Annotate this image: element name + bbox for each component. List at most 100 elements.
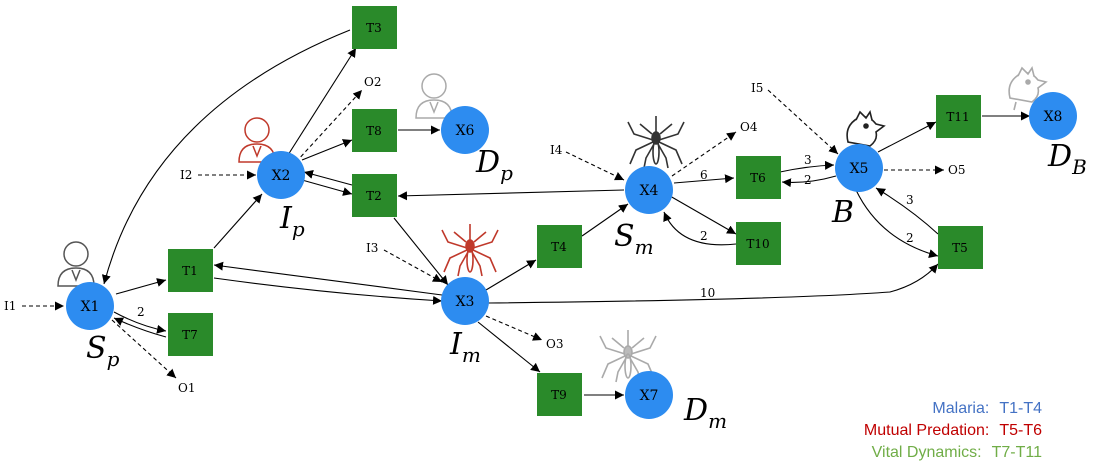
arc-x3-t1 (213, 261, 443, 296)
arc-t1-x2 (213, 193, 263, 249)
arc-t1-x3 (213, 277, 443, 305)
io-labels: I1 I2 I3 I4 I5 O1 O2 O3 O4 O5 (4, 75, 965, 395)
dead-bird-icon (1008, 66, 1048, 111)
weight-t6-x5: 3 (804, 153, 812, 167)
arc-x4-t10 (669, 195, 737, 235)
transition-t7-label: T7 (182, 328, 198, 342)
arc-t5-x5 (875, 187, 939, 235)
dead-person-icon (415, 73, 453, 119)
place-x7[interactable]: X7 (625, 371, 673, 419)
transition-t6[interactable]: T6 (736, 156, 781, 199)
transition-t5-label: T5 (952, 241, 968, 255)
state-label-x8: DB (1047, 139, 1087, 179)
input-i3: I3 (366, 241, 378, 255)
transition-t10[interactable]: T10 (736, 222, 781, 265)
transition-t2-label: T2 (366, 189, 382, 203)
arc-t7-x1 (113, 317, 167, 338)
transition-t8[interactable]: T8 (352, 109, 397, 152)
arc-t2-x2 (303, 170, 353, 186)
arc-x2-t2 (301, 179, 353, 196)
place-x2-label: X2 (272, 168, 291, 184)
transition-t9-label: T9 (551, 388, 567, 402)
arc-x4-t2 (397, 189, 625, 201)
state-label-x6: Dp (475, 145, 513, 185)
arc-x4-o4 (671, 131, 737, 177)
input-i4: I4 (550, 143, 563, 157)
transition-t11[interactable]: T11 (936, 95, 981, 138)
arc-x2-t3 (287, 47, 357, 156)
place-x7-label: X7 (640, 388, 659, 404)
place-x5[interactable]: X5 (835, 144, 883, 192)
input-i1: I1 (4, 299, 16, 313)
arc-i5-x5 (767, 89, 839, 155)
transition-t4-label: T4 (551, 240, 567, 254)
weight-x5-t5: 2 (906, 231, 914, 245)
place-x1[interactable]: X1 (66, 282, 114, 330)
transition-t5[interactable]: T5 (938, 226, 983, 269)
weight-x5-t6: 2 (804, 173, 812, 187)
input-i2: I2 (180, 168, 192, 182)
output-o3: O3 (546, 337, 563, 351)
transition-t1[interactable]: T1 (168, 249, 213, 292)
weight-t10-x4: 2 (700, 229, 708, 243)
arc-x1-t1 (115, 278, 167, 295)
arc-t6-x5 (779, 160, 835, 173)
place-x6-label: X6 (456, 123, 475, 139)
arc-x3-t9 (477, 321, 541, 373)
arc-t2-x3 (393, 217, 449, 286)
place-x3-label: X3 (456, 294, 475, 310)
legend-row-predation: Mutual Predation: T5-T6 (864, 420, 1042, 442)
arc-x4-t6 (673, 174, 735, 184)
state-label-x5: B (831, 195, 854, 230)
arc-x1-o1 (111, 319, 177, 379)
legend-row-malaria: Malaria:T1-T4 (864, 398, 1042, 420)
legend-category: Mutual Predation: (863, 422, 990, 439)
bird-icon (846, 110, 886, 155)
place-x5-label: X5 (850, 161, 869, 177)
arc-x5-t11 (877, 121, 937, 153)
place-x6[interactable]: X6 (441, 106, 489, 154)
arc-weights: 2 6 3 2 2 10 3 2 (137, 153, 914, 319)
transitions: T1 T2 T3 T4 T5 T6 T7 T8 T9 T10 T11 (168, 6, 983, 416)
transition-t2[interactable]: T2 (352, 174, 397, 217)
mosquito-icon (627, 116, 685, 169)
place-x8-label: X8 (1044, 109, 1063, 125)
legend-range: T7-T11 (991, 444, 1042, 461)
transition-t6-label: T6 (750, 171, 766, 185)
place-x1-label: X1 (81, 299, 100, 315)
arc-x5-t5 (855, 189, 939, 258)
arc-x3-t4 (485, 259, 537, 291)
place-x4[interactable]: X4 (625, 166, 673, 214)
transition-t3-label: T3 (366, 21, 382, 35)
weight-t5-x5: 3 (906, 193, 914, 207)
transition-t7[interactable]: T7 (168, 313, 213, 356)
legend: Malaria:T1-T4 Mutual Predation: T5-T6 Vit… (864, 398, 1042, 464)
legend-range: T1-T4 (999, 400, 1042, 417)
transition-t11-label: T11 (946, 110, 969, 124)
state-labels: Sp Ip Im Sm B Dp Dm DB (86, 139, 1087, 433)
person-icon (57, 241, 95, 287)
output-o4: O4 (740, 120, 758, 134)
arc-t3-x1 (101, 29, 351, 285)
input-i5: I5 (751, 81, 763, 95)
place-x3[interactable]: X3 (441, 277, 489, 325)
arc-x2-t8 (301, 139, 353, 161)
state-label-x7: Dm (683, 393, 727, 433)
output-o5: O5 (948, 163, 965, 177)
legend-category: Vital Dynamics: (871, 444, 982, 461)
weight-x1-t7: 2 (137, 305, 145, 319)
arc-x5-t6 (781, 175, 837, 188)
transition-t8-label: T8 (366, 124, 382, 138)
legend-range: T5-T6 (999, 422, 1042, 439)
place-x8[interactable]: X8 (1029, 92, 1077, 140)
transition-t3[interactable]: T3 (352, 6, 397, 49)
output-o1: O1 (178, 381, 195, 395)
transition-t4[interactable]: T4 (537, 225, 582, 268)
transition-t9[interactable]: T9 (537, 373, 582, 416)
infected-mosquito-icon (441, 224, 499, 277)
output-o2: O2 (364, 75, 381, 89)
state-label-x4: Sm (614, 219, 654, 259)
state-label-x2: Ip (279, 201, 305, 241)
place-x2[interactable]: X2 (257, 151, 305, 199)
